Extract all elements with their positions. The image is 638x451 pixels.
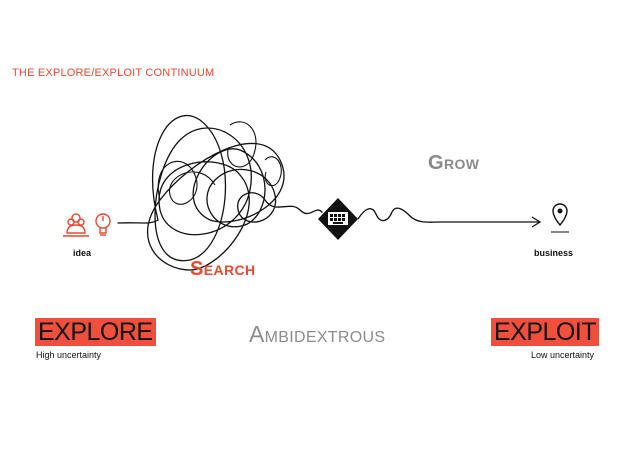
search-scribble-loops	[157, 121, 282, 205]
explore-caption: High uncertainty	[36, 350, 102, 360]
grow-stage-label: Grow	[428, 152, 480, 174]
lightbulb-icon	[95, 213, 111, 236]
grow-line	[357, 207, 540, 223]
location-pin-icon	[551, 203, 569, 233]
business-label: business	[534, 248, 574, 258]
arrow-head-icon	[531, 216, 542, 228]
idea-label: idea	[73, 248, 92, 258]
ambidextrous-label: Ambidextrous	[249, 321, 386, 347]
page-title: THE EXPLORE/EXPLOIT CONTINUUM	[12, 67, 215, 79]
exploit-caption: Low uncertainty	[531, 350, 595, 360]
search-scribble	[117, 114, 323, 271]
search-stage-label: Search	[190, 258, 256, 280]
explore-box: EXPLORE	[35, 318, 156, 346]
exploit-box: EXPLOIT	[491, 318, 600, 346]
people-icon	[63, 213, 89, 237]
keyboard-diamond-icon	[318, 198, 358, 240]
